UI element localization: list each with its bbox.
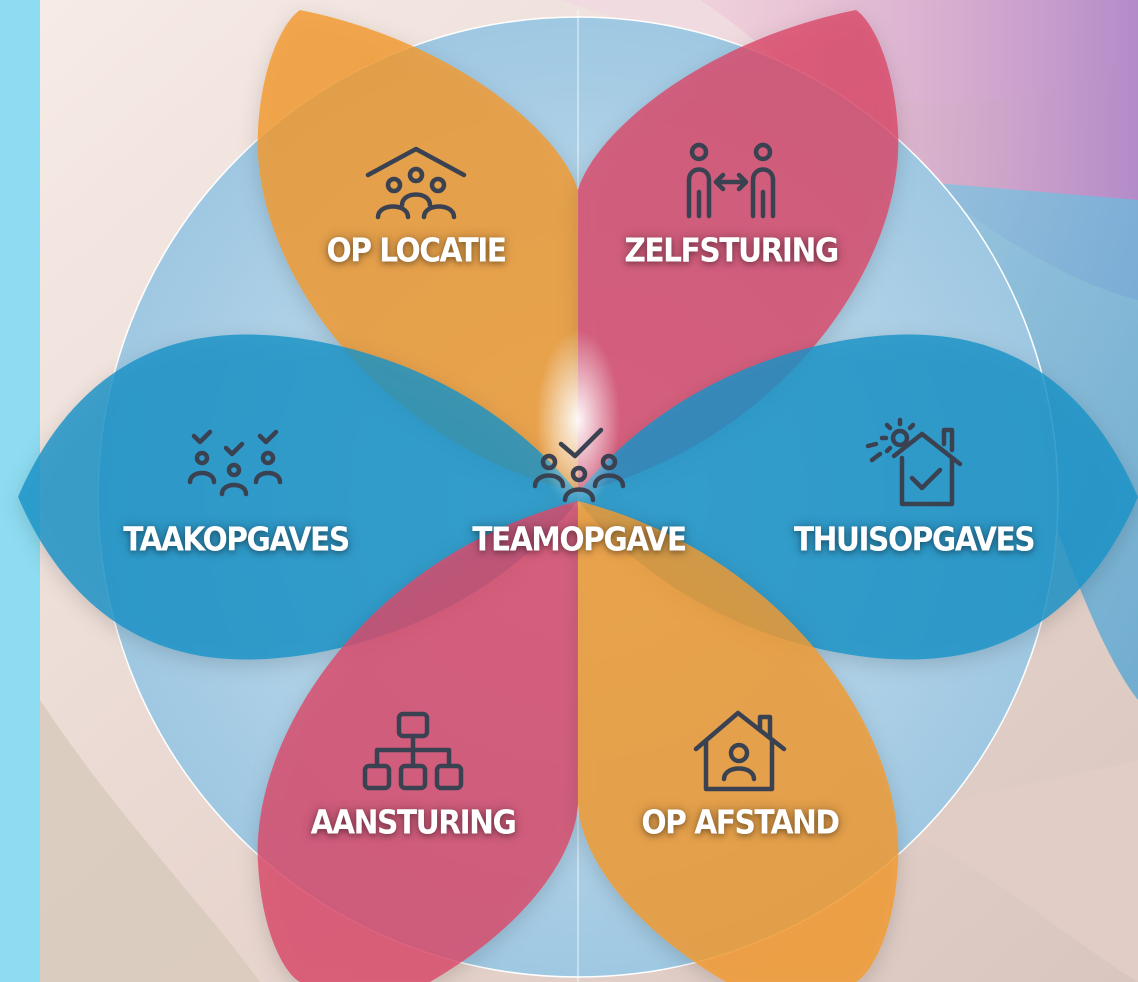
label-thuisopgaves: THUISOPGAVES (793, 519, 1036, 559)
home-sun-check-icon (864, 416, 964, 508)
center-glow (536, 330, 620, 510)
team-check-icon (531, 424, 627, 508)
people-checklist-icon (186, 428, 286, 498)
background-swoosh-bottom-right (880, 760, 1138, 982)
background-swoosh-bottom-left (40, 700, 260, 982)
petal-aansturing (257, 501, 578, 982)
label-taakopgaves: TAAKOPGAVES (123, 519, 350, 559)
people-exchange-icon (683, 142, 779, 222)
petal-op-locatie (257, 10, 578, 493)
label-zelfsturing: ZELFSTURING (624, 230, 839, 270)
house-team-icon (364, 145, 468, 225)
label-aansturing: AANSTURING (310, 802, 517, 842)
home-person-icon (692, 709, 788, 795)
org-chart-icon (361, 710, 465, 794)
label-op-locatie: OP LOCATIE (326, 230, 507, 270)
petal-group (18, 10, 1138, 982)
label-op-afstand: OP AFSTAND (641, 802, 840, 842)
petal-zelfsturing (578, 10, 899, 493)
petal-op-afstand (578, 501, 899, 982)
label-teamopgave: TEAMOPGAVE (472, 519, 687, 559)
